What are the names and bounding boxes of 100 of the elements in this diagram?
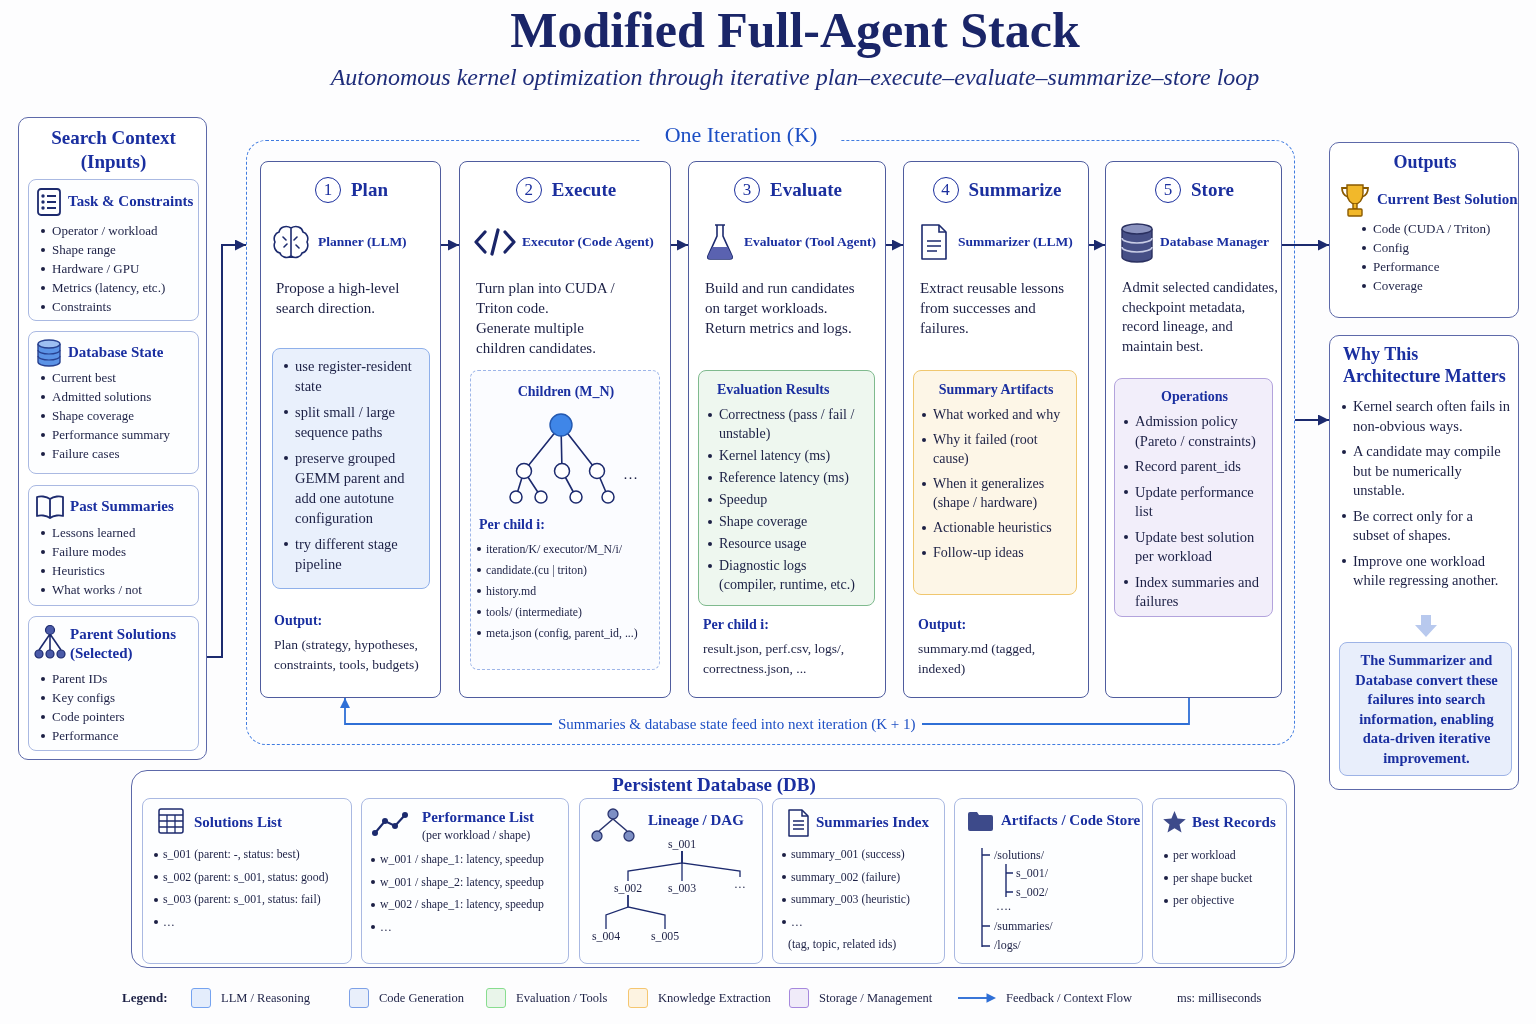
database-card xyxy=(954,798,1143,964)
list-item: Improve one workload while regressing another. xyxy=(1339,551,1511,591)
tree-label: s_001 xyxy=(665,837,699,851)
detail-text: /solutions/ xyxy=(994,847,1045,863)
conclusion-box xyxy=(1339,642,1512,776)
diagram-title: Modified Full-Agent Stack xyxy=(509,1,1081,60)
output-heading: Output: xyxy=(274,612,324,630)
list-item: Current best xyxy=(38,368,196,387)
detail-text: /logs/ xyxy=(994,937,1022,953)
list-item: When it generalizes (shape / hardware) xyxy=(919,474,1069,512)
list-item: Shape range xyxy=(38,240,196,259)
list-item: Lessons learned xyxy=(38,523,196,542)
box-heading: Summary Artifacts xyxy=(937,381,1055,399)
operations-box xyxy=(1114,378,1273,617)
description: Admit selected candidates, checkpoint metadata, record lineage, and maintain best. xyxy=(1122,278,1278,356)
database-panel xyxy=(131,770,1295,968)
artifacts-box xyxy=(913,370,1077,595)
input-panel xyxy=(18,117,207,760)
output-text: result.json, perf.csv, logs/, correctness.json, ... xyxy=(703,640,846,678)
list-item: meta.json (config, parent_id, ...) xyxy=(475,624,659,642)
description: Turn plan into CUDA / Triton code. xyxy=(476,279,616,318)
output-heading: Per child i: xyxy=(479,516,546,534)
connector-line xyxy=(627,894,666,930)
list-item: summary_001 (success) xyxy=(780,846,940,863)
list-item: Update best solution per workload xyxy=(1121,527,1267,567)
list-item: Actionable heuristics xyxy=(919,518,1069,537)
list-item: A candidate may compile but be numerically unstable. xyxy=(1339,442,1511,501)
detail-text: (per workload / shape) xyxy=(422,827,532,843)
step-title: Evaluate xyxy=(770,178,842,202)
stage-card xyxy=(260,161,441,698)
output-text: Plan (strategy, hypotheses, constraints, tools, budgets) xyxy=(274,636,420,674)
database-card xyxy=(579,798,763,964)
output-heading: Per child i: xyxy=(703,616,770,634)
list-item: Why it failed (root cause) xyxy=(919,430,1069,468)
idea-box xyxy=(272,348,430,589)
list-item: Failure modes xyxy=(38,542,196,561)
card-heading: Database State xyxy=(68,343,165,362)
list-item: What worked and why xyxy=(919,405,1069,424)
list-item: Update performance list xyxy=(1121,482,1267,522)
tree-label: s_003 xyxy=(665,881,699,895)
list-item: per shape bucket xyxy=(1162,869,1286,887)
agent-name: Summarizer (LLM) xyxy=(958,233,1074,251)
arrow xyxy=(206,239,247,658)
list-item: Performance xyxy=(38,726,196,745)
list-item: Performance summary xyxy=(38,425,196,444)
list-item: history.md xyxy=(475,582,659,600)
list-item: Failure cases xyxy=(38,444,196,463)
detail-text: /summaries/ xyxy=(994,918,1054,934)
legend-note: ms: milliseconds xyxy=(1177,990,1263,1006)
list-item: w_002 / shape_1: latency, speedup xyxy=(369,896,569,913)
legend-label: Evaluation / Tools xyxy=(516,990,608,1006)
ellipsis-text: … xyxy=(623,465,639,483)
card-heading: Parent Solutions (Selected) xyxy=(70,625,177,663)
arrow xyxy=(440,239,460,251)
card-heading: Current Best Solution xyxy=(1377,190,1519,209)
list-item: per objective xyxy=(1162,892,1286,909)
step-title: Summarize xyxy=(968,178,1062,202)
step-title: Execute xyxy=(551,178,617,202)
panel-title: Outputs xyxy=(1392,151,1458,174)
box-heading: Operations xyxy=(1160,388,1229,406)
legend-label: Feedback / Context Flow xyxy=(1006,990,1133,1006)
list-item: Diagnostic logs (compiler, runtime, etc.) xyxy=(705,556,865,594)
list-item: Admitted solutions xyxy=(38,387,196,406)
card-heading: Summaries Index xyxy=(816,813,930,832)
agent-name: Planner (LLM) xyxy=(318,233,408,251)
step-title: Store xyxy=(1191,178,1234,202)
list-item: Key configs xyxy=(38,688,196,707)
conclusion-text: The Summarizer and Database convert these failures into search information, enabling data-driven iterative improvement. xyxy=(1354,651,1499,768)
agent-name: Database Manager xyxy=(1160,233,1271,251)
legend-label: Knowledge Extraction xyxy=(658,990,771,1006)
list-item: Admission policy (Pareto / constraints) xyxy=(1121,412,1267,451)
subtitle: Autonomous kernel optimization through iterative plan–execute–evaluate–summarize–store loop xyxy=(328,63,1261,92)
stage-card xyxy=(903,161,1089,698)
arrow xyxy=(1281,239,1330,251)
stage-card xyxy=(688,161,886,698)
description: Build and run candidates on target workloads. xyxy=(705,279,856,318)
list-item: Config xyxy=(1359,238,1509,257)
arrow xyxy=(1294,414,1330,426)
arrow xyxy=(885,239,904,251)
list-item: Kernel search often fails in non-obvious ways. xyxy=(1339,397,1511,436)
list-item: Hardware / GPU xyxy=(38,259,196,278)
list-item: Code (CUDA / Triton) xyxy=(1359,219,1509,238)
detail-text: …. xyxy=(996,898,1012,914)
output-panel xyxy=(1329,142,1519,318)
agent-name: Executor (Code Agent) xyxy=(522,233,655,251)
list-item: Follow-up ideas xyxy=(919,543,1069,562)
list-item: s_002 (parent: s_001, status: good) xyxy=(152,868,352,886)
card-heading: Past Summaries xyxy=(70,497,175,516)
panel-title: Persistent Database (DB) xyxy=(611,773,817,797)
panel-title: Search Context (Inputs) xyxy=(50,126,177,174)
list-item: summary_002 (failure) xyxy=(780,868,940,886)
tree-label: s_004 xyxy=(589,929,623,943)
card-heading: Lineage / DAG xyxy=(648,811,745,830)
list-item: preserve grouped GEMM parent and add one autotune configuration xyxy=(281,448,427,528)
input-card xyxy=(28,331,199,474)
card-heading: Task & Constraints xyxy=(68,192,195,211)
database-card xyxy=(361,798,569,964)
list-item: s_003 (parent: s_001, status: fail) xyxy=(152,891,352,908)
database-card xyxy=(142,798,352,964)
description: Propose a high-level search direction. xyxy=(276,279,401,318)
